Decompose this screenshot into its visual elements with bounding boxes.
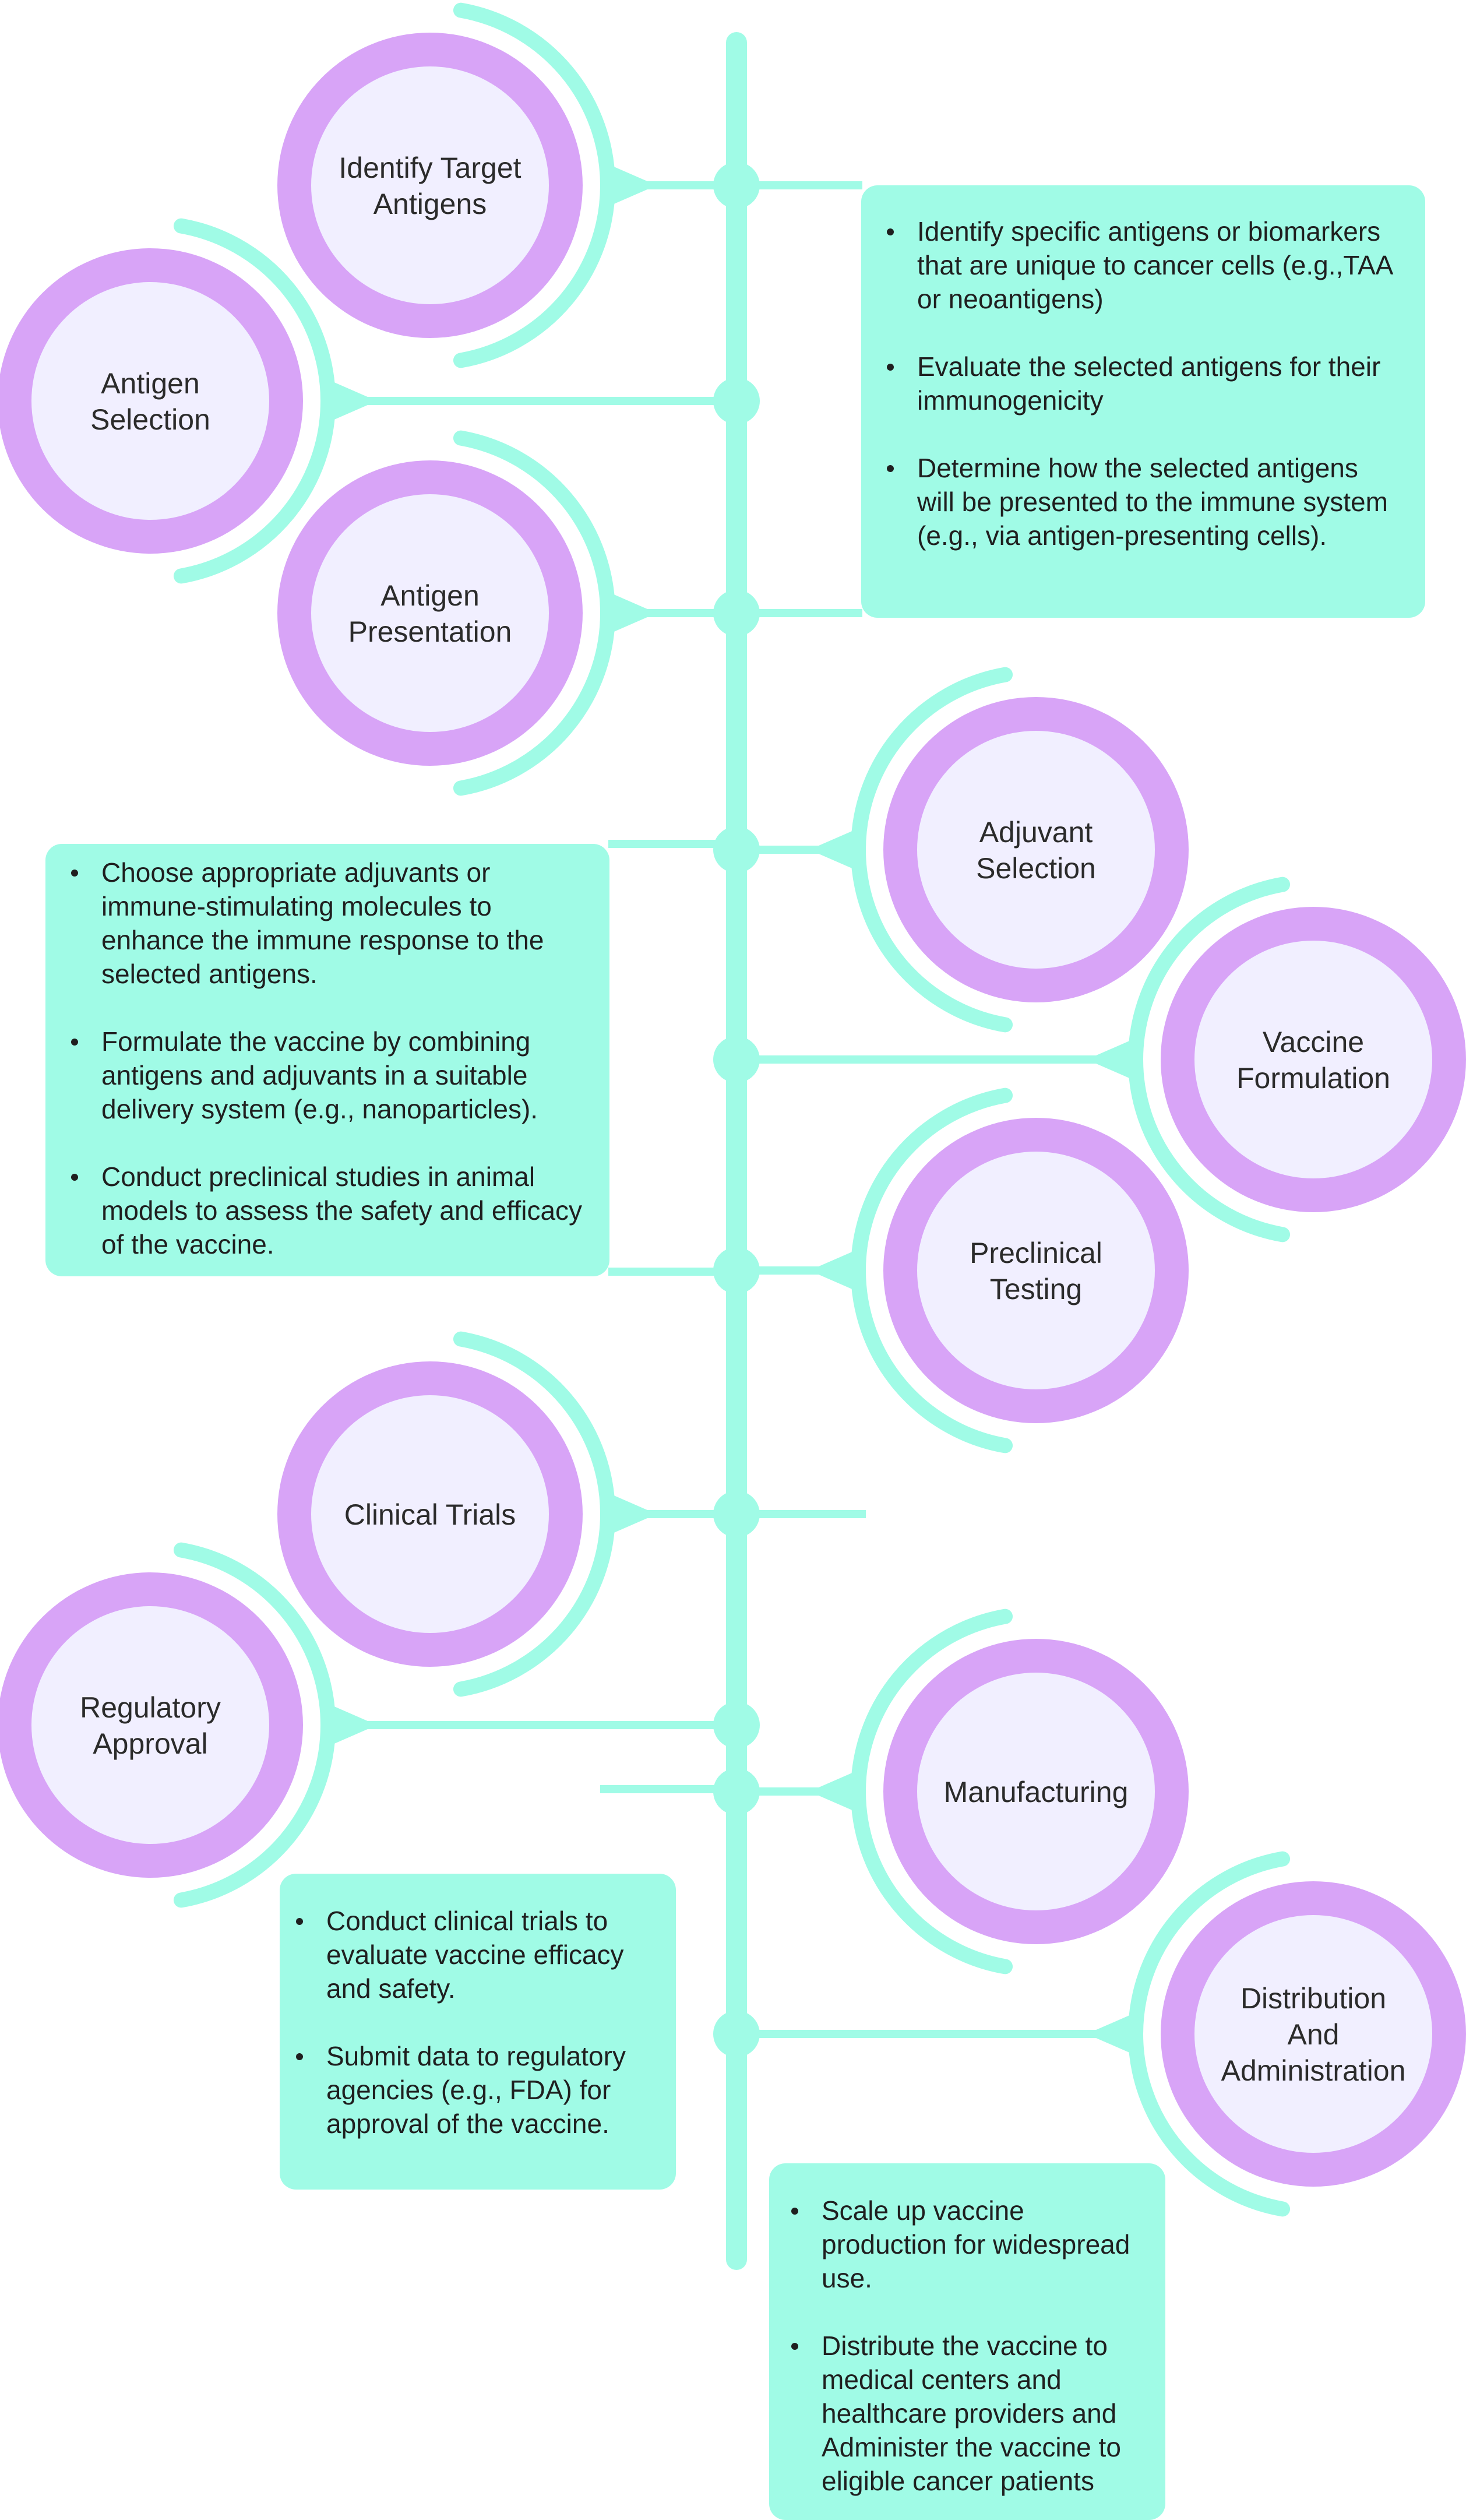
bracket-arc (173, 218, 336, 584)
bracket-arc (851, 1609, 1013, 1975)
timeline-node (713, 1702, 760, 1748)
step-label-line: Selection (90, 403, 210, 436)
timeline-node (713, 1036, 760, 1083)
step-label-line: Antigens (373, 188, 487, 220)
timeline-node (713, 590, 760, 636)
bracket-arc (851, 667, 1013, 1033)
bracket-pointer (809, 830, 855, 870)
bracket-arc (453, 1331, 615, 1697)
bracket-pointer (611, 593, 657, 633)
bracket-arc (453, 2, 615, 368)
bracket-pointer (1087, 2014, 1132, 2054)
step-label-line: Clinical Trials (344, 1498, 516, 1531)
step-circle-inner (31, 1606, 269, 1844)
description-item: Identify specific antigens or biomarkers… (887, 214, 1402, 316)
timeline-nodes (713, 162, 760, 2057)
description-item: Conduct preclinical studies in animal mo… (71, 1160, 586, 1261)
step-circle-inner (31, 282, 269, 520)
bracket-pointer (611, 1494, 657, 1534)
bracket-pointer (809, 1772, 855, 1811)
timeline-node (713, 2011, 760, 2057)
timeline-node (713, 162, 760, 209)
bracket-pointer (809, 1251, 855, 1290)
description-box-approval: Conduct clinical trials to evaluate vacc… (280, 1874, 676, 2190)
bracket-pointer (611, 166, 657, 205)
step-label-line: Regulatory (80, 1691, 221, 1724)
bracket-arc (173, 1542, 336, 1908)
bracket-arc (1128, 877, 1291, 1243)
description-item: Choose appropriate adjuvants or immune-s… (71, 856, 586, 991)
step-label-line: Testing (990, 1273, 1082, 1305)
step-circle-inner (1194, 941, 1432, 1178)
step-label-line: Preclinical (970, 1237, 1102, 1269)
step-circle-inner (311, 494, 549, 732)
description-item: Conduct clinical trials to evaluate vacc… (296, 1904, 662, 2005)
step-label-line: Formulation (1236, 1062, 1390, 1094)
step-label-line: Distribution (1241, 1982, 1386, 2015)
step-label-line: Manufacturing (944, 1776, 1129, 1808)
description-box-antigens: Identify specific antigens or biomarkers… (861, 185, 1425, 618)
description-item: Formulate the vaccine by combining antig… (71, 1025, 586, 1126)
timeline-spine (726, 32, 747, 2270)
step-circle-inner (311, 1395, 549, 1633)
step-label-line: Antigen (101, 367, 200, 400)
step-label-line: Presentation (348, 615, 512, 648)
step-clinical-trials: Clinical Trials (277, 1331, 657, 1697)
bracket-arc (453, 430, 615, 796)
step-circle-inner (917, 1152, 1155, 1389)
step-circle-inner (917, 731, 1155, 969)
step-label-line: Antigen (380, 579, 480, 612)
step-manufacturing: Manufacturing (809, 1609, 1189, 1975)
step-label-line: Administration (1221, 2054, 1406, 2087)
step-label-line: Identify Target (339, 152, 521, 184)
timeline-node (713, 378, 760, 424)
step-label-line: Adjuvant (979, 816, 1093, 849)
bracket-pointer (1087, 1040, 1132, 1079)
step-circle-inner (1194, 1915, 1432, 2153)
description-item: Scale up vaccine production for widespre… (791, 2194, 1154, 2295)
description-item: Evaluate the selected antigens for their… (887, 350, 1402, 417)
description-box-distribution: Scale up vaccine production for widespre… (769, 2163, 1165, 2520)
step-label-line: Approval (93, 1727, 207, 1760)
description-item: Distribute the vaccine to medical center… (791, 2329, 1154, 2498)
timeline-node (713, 1768, 760, 1815)
step-circle-inner (917, 1673, 1155, 1910)
bracket-arc (1128, 1851, 1291, 2217)
timeline-node (713, 826, 760, 873)
description-item: Determine how the selected antigens will… (887, 451, 1402, 552)
step-circle-inner (311, 66, 549, 304)
timeline-node (713, 1247, 760, 1294)
step-label-line: Selection (976, 852, 1096, 885)
description-box-formulation: Choose appropriate adjuvants or immune-s… (45, 844, 609, 1276)
step-label-line: Vaccine (1263, 1026, 1364, 1058)
timeline-node (713, 1491, 760, 1537)
description-item: Submit data to regulatory agencies (e.g.… (296, 2039, 662, 2141)
step-label: Manufacturing (944, 1776, 1129, 1808)
bracket-pointer (332, 381, 377, 421)
step-label: Clinical Trials (344, 1498, 516, 1531)
bracket-pointer (332, 1705, 377, 1745)
step-label-line: And (1288, 2018, 1340, 2051)
bracket-arc (851, 1087, 1013, 1453)
